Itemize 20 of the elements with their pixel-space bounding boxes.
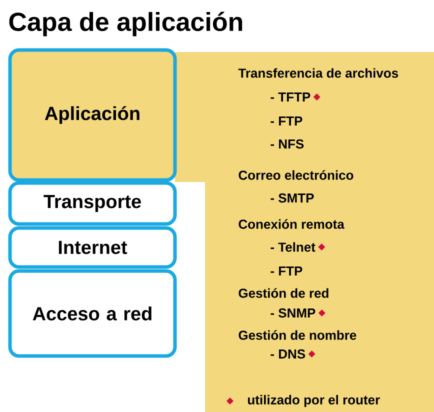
category-heading: Gestión de nombre: [238, 330, 356, 340]
protocol-item: - DNS: [270, 349, 306, 359]
protocol-item: - FTP: [270, 266, 302, 276]
layer-box: Internet: [8, 226, 177, 269]
category-heading: Conexión remota: [238, 219, 344, 229]
layer-box: Acceso a red: [8, 269, 177, 358]
protocol-panel: [175, 52, 434, 412]
title: Capa de aplicación: [9, 12, 242, 36]
protocol-item: - NFS: [270, 139, 304, 149]
layer-box: Aplicación: [8, 48, 177, 182]
protocol-item: - FTP: [270, 116, 302, 126]
layer-box: Transporte: [8, 181, 177, 226]
legend-item: utilizado por el router: [226, 394, 380, 408]
protocol-item: - TFTP: [270, 92, 310, 102]
protocol-item: - SMTP: [270, 193, 314, 203]
category-heading: Correo electrónico: [238, 170, 354, 180]
protocol-item: - Telnet: [270, 242, 316, 252]
category-heading: Transferencia de archivos: [238, 68, 398, 78]
category-heading: Gestión de red: [238, 288, 328, 298]
protocol-item: - SNMP: [270, 308, 316, 318]
